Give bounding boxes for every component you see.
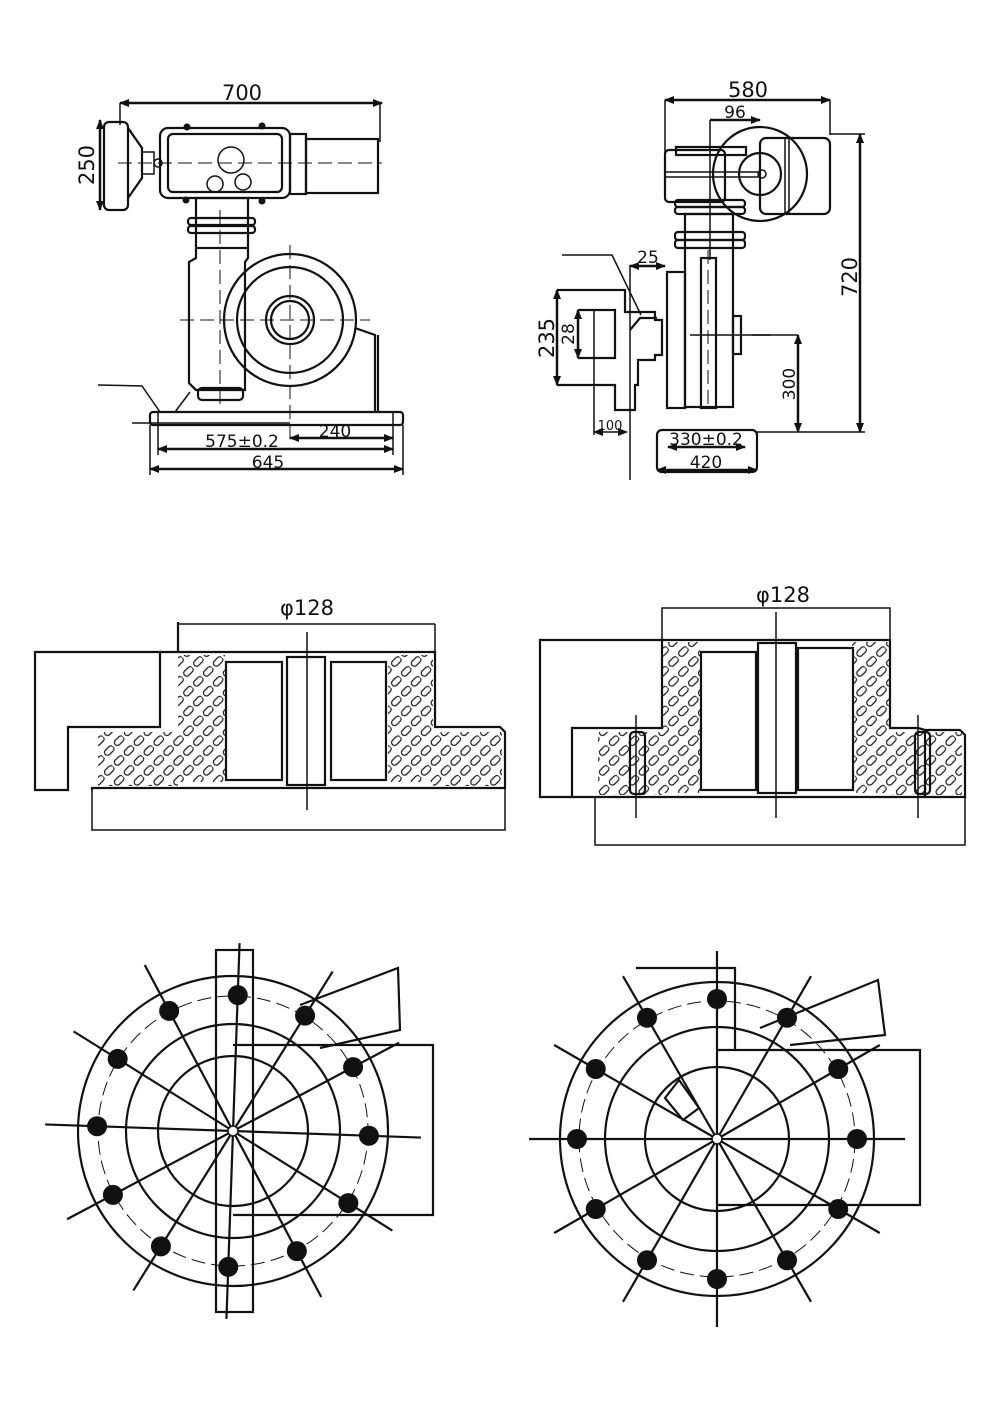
bolt-hole — [338, 1193, 359, 1214]
bolt-hole — [343, 1057, 364, 1078]
bolt-hole — [637, 1007, 657, 1028]
center-point — [711, 1133, 723, 1145]
dim-phi128-right: φ128 — [756, 583, 810, 607]
bolt-hole — [107, 1048, 128, 1069]
flange-section-right: φ128 — [538, 583, 967, 846]
dim-25: 25 — [637, 248, 659, 268]
bolt-hole — [637, 1250, 657, 1271]
bolt-hole — [286, 1241, 307, 1262]
bolt-hole — [847, 1129, 867, 1149]
spoke-line — [45, 1123, 234, 1133]
bolt-hole — [585, 1199, 606, 1219]
spoke-line — [132, 1130, 234, 1292]
knob-icon — [206, 175, 224, 193]
spoke-line — [553, 1138, 718, 1234]
bolt-hole — [150, 1236, 171, 1257]
bolt-hole — [159, 1000, 180, 1021]
flange-section-left: φ128 — [33, 596, 507, 831]
dim-575: 575±0.2 — [205, 432, 279, 452]
spoke-line — [716, 1138, 881, 1234]
bolt-hole — [777, 1007, 797, 1028]
dim-100: 100 — [598, 419, 623, 434]
dim-phi128-left: φ128 — [280, 596, 334, 620]
center-point — [227, 1125, 239, 1137]
dim-250: 250 — [75, 145, 99, 185]
spoke-line — [232, 1130, 394, 1232]
bolt-hole — [218, 1256, 239, 1277]
front-view: 700 250 — [75, 81, 405, 475]
bolt-hole — [295, 1005, 316, 1026]
handwheel-side — [711, 125, 809, 223]
spoke-line — [232, 1041, 400, 1132]
dim-96: 96 — [724, 103, 746, 123]
spoke-line — [231, 943, 241, 1132]
spoke-line — [232, 1130, 323, 1298]
spoke-line — [225, 1130, 235, 1319]
bolt-hole — [777, 1250, 797, 1271]
bolt-hole — [358, 1125, 379, 1146]
bolt-hole — [828, 1059, 849, 1079]
dim-240: 240 — [319, 422, 351, 442]
bolt-hole — [707, 989, 727, 1009]
spoke-line — [232, 1129, 421, 1139]
spoke-line — [72, 1030, 234, 1132]
column — [683, 212, 735, 409]
spoke-line — [622, 1138, 718, 1303]
dim-580: 580 — [728, 78, 768, 102]
bolt-pattern-left — [45, 943, 435, 1319]
base-plate — [148, 410, 405, 427]
spoke-line — [143, 964, 234, 1132]
dim-700: 700 — [222, 81, 262, 105]
dim-645: 645 — [252, 453, 284, 473]
bolt-hole — [87, 1116, 108, 1137]
bolt-hole — [585, 1059, 606, 1079]
dim-300: 300 — [780, 368, 800, 400]
bolt-hole — [102, 1184, 123, 1205]
knob-icon — [234, 173, 252, 191]
bolt-hole — [567, 1129, 587, 1149]
spoke-line — [716, 1044, 881, 1140]
bolt-hole — [707, 1269, 727, 1289]
bolt-pattern-right — [529, 951, 922, 1327]
spoke-line — [232, 970, 334, 1132]
spoke-line — [622, 975, 718, 1140]
spoke-line — [716, 975, 812, 1140]
dim-28: 28 — [559, 323, 579, 345]
dim-330: 330±0.2 — [669, 430, 743, 450]
motor — [288, 132, 308, 196]
dim-235: 235 — [535, 318, 559, 358]
bolt-hole — [828, 1199, 849, 1219]
spoke-line — [553, 1044, 718, 1140]
dim-420: 420 — [690, 453, 722, 473]
bolt-hole — [227, 985, 248, 1006]
spoke-line — [716, 1138, 812, 1303]
side-view: 580 96 25 235 28 — [535, 78, 865, 480]
dim-720: 720 — [838, 257, 862, 297]
spoke-line — [66, 1130, 234, 1221]
handwheel — [102, 120, 130, 212]
